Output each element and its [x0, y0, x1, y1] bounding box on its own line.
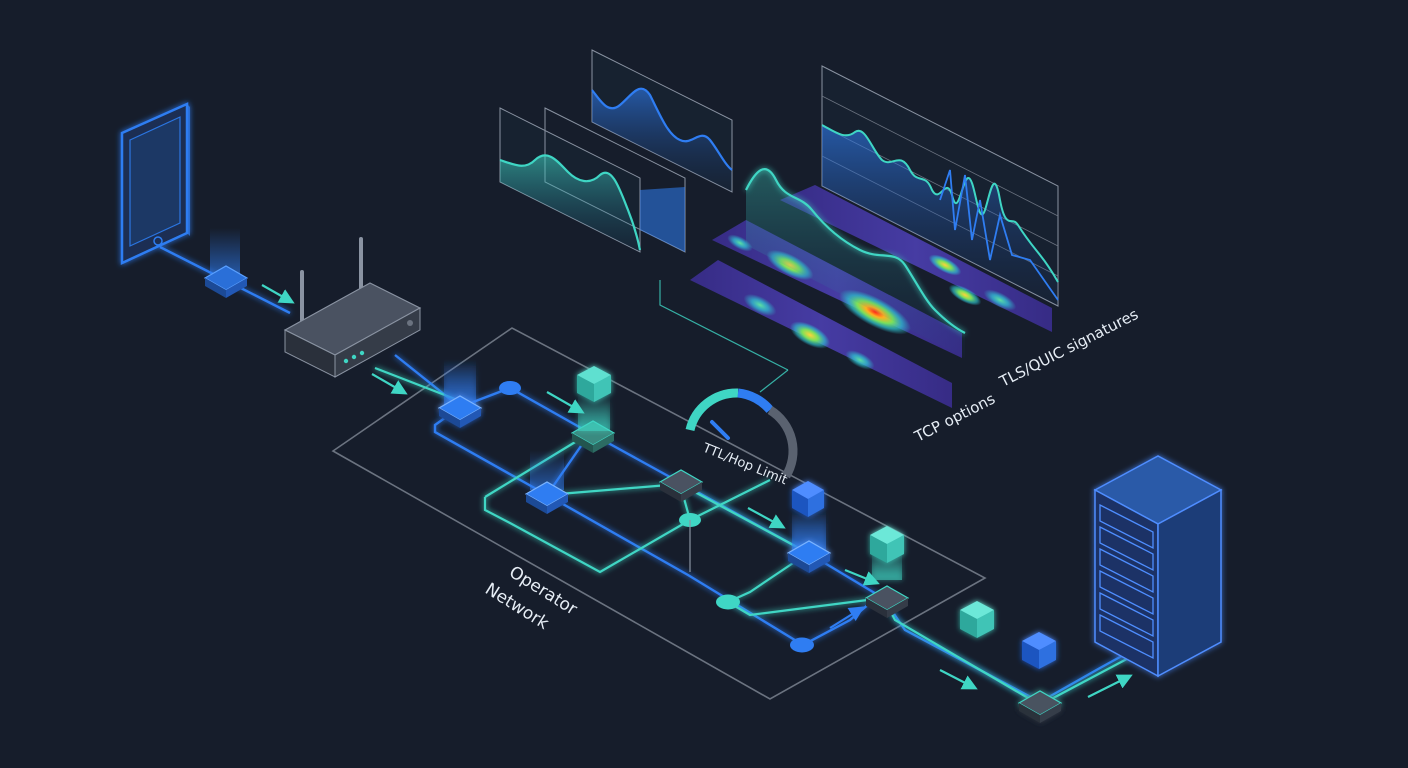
switch-node-center-left	[524, 450, 570, 514]
phone-icon	[120, 102, 190, 265]
waveform-panel-left	[499, 107, 686, 253]
switch-node-entry	[437, 360, 483, 428]
gauge-icon	[685, 388, 798, 572]
waveform-overlay	[745, 168, 966, 358]
packet-cube-icon	[960, 601, 994, 638]
flow-arrows	[261, 284, 1133, 698]
waveform-panel-right	[821, 65, 1059, 307]
switch-node-phone	[203, 228, 249, 298]
switch-node-exit	[864, 585, 910, 618]
tls-quic-signatures-label: TLS/QUIC signatures	[996, 305, 1142, 391]
switch-node-server	[1017, 690, 1063, 723]
switch-node-center-gray	[658, 469, 704, 502]
packet-cube-icon	[792, 481, 824, 517]
packet-cube-icon	[870, 526, 904, 580]
router-icon	[283, 237, 422, 378]
heatmap-strip-front	[690, 260, 952, 408]
packet-cube-icon	[577, 366, 611, 431]
switch-node-right-blue	[786, 510, 832, 573]
packet-cube-icon	[1022, 632, 1056, 669]
panel-bracket	[659, 280, 789, 393]
heatmap-strip-back	[780, 185, 1052, 332]
server-icon	[1093, 455, 1223, 678]
blue-path	[159, 245, 1141, 704]
waveform-panel-top	[591, 49, 733, 193]
tcp-options-label: TCP options	[911, 390, 998, 446]
ttl-hop-limit-label: TTL/Hop Limit	[700, 440, 790, 488]
